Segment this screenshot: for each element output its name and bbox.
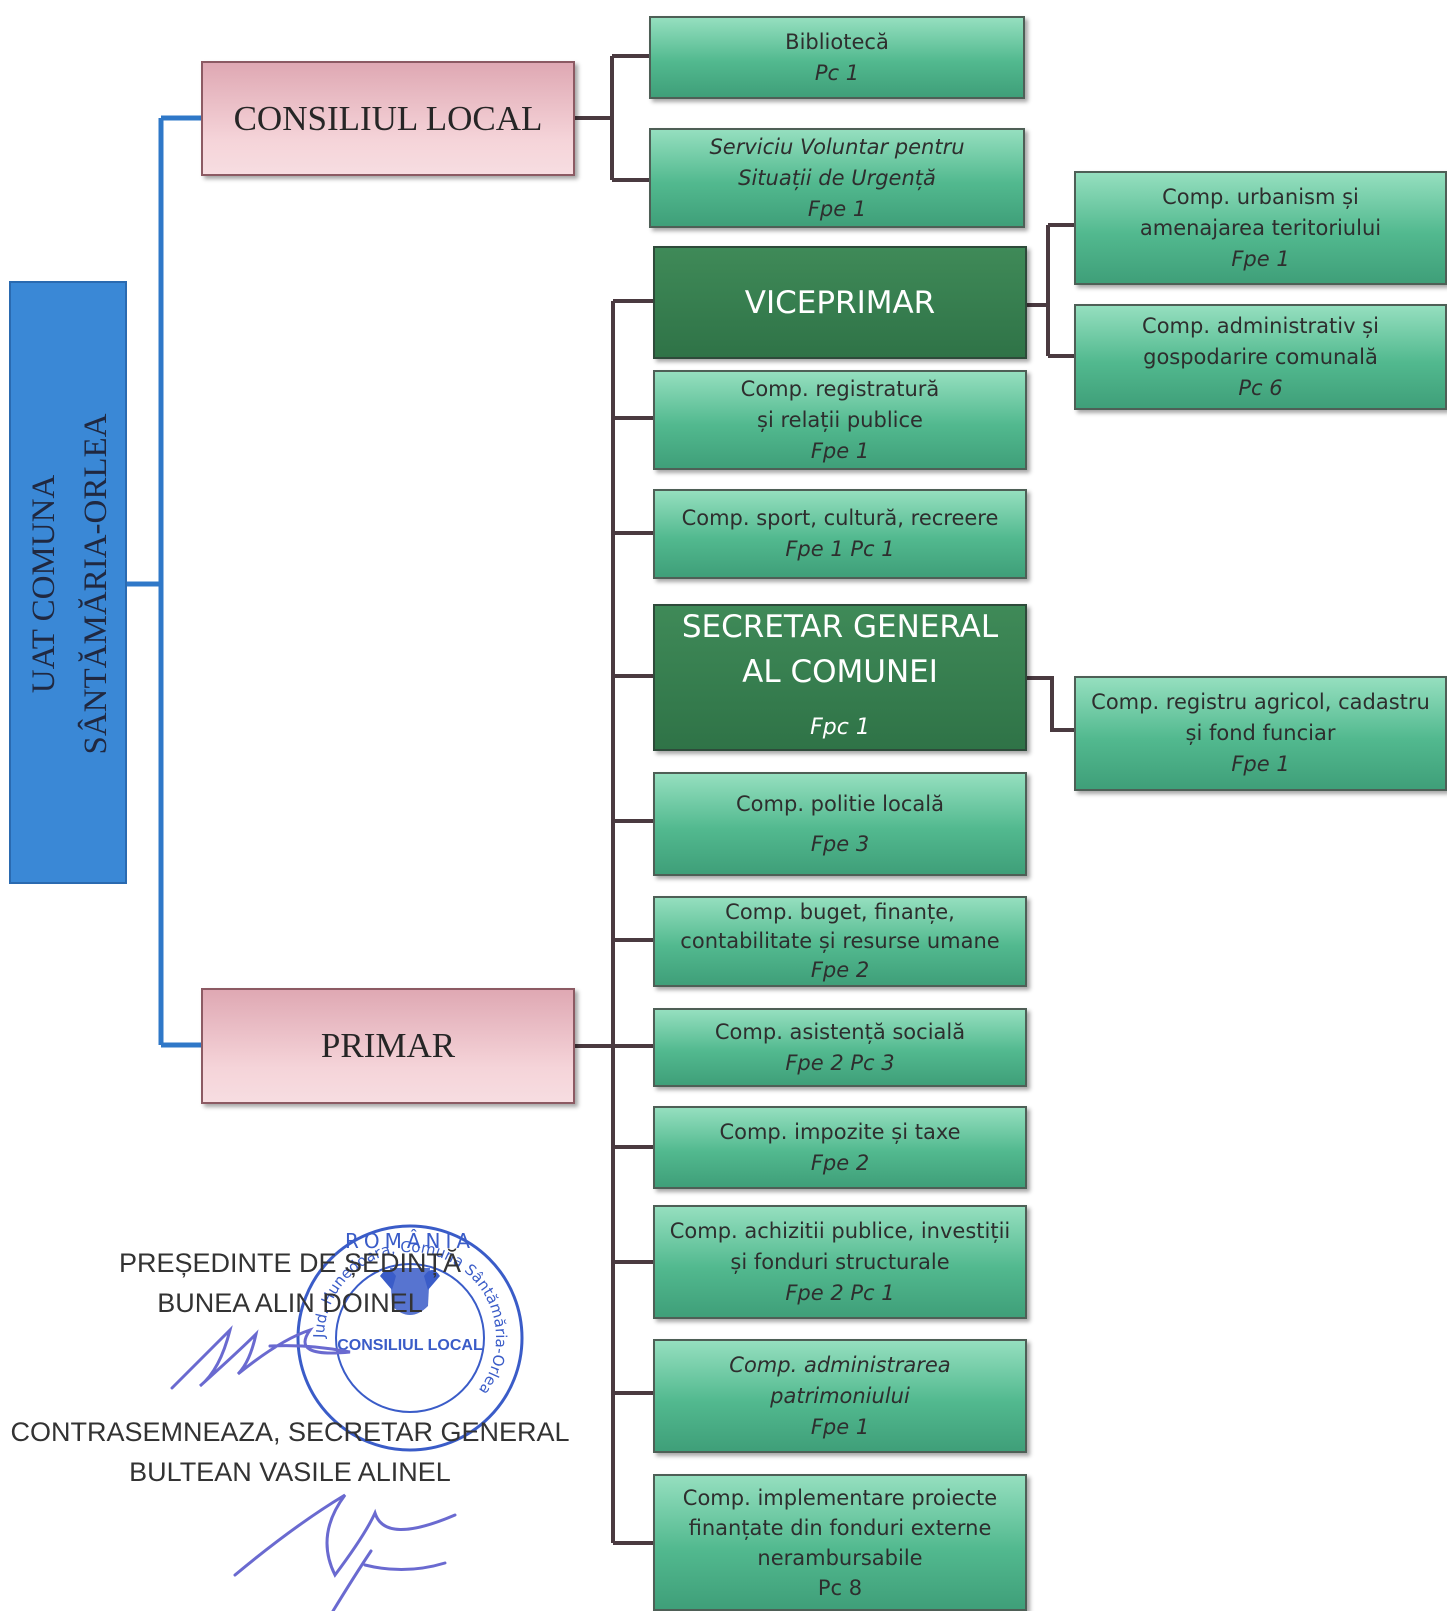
unit-posts: Pc 1 xyxy=(814,60,860,85)
unit-posts: Fpe 1 xyxy=(810,438,870,463)
unit-name-line: și relații publice xyxy=(757,407,923,432)
unit-name-line: Comp. impozite și taxe xyxy=(719,1119,961,1144)
secretar-signature xyxy=(233,1493,457,1611)
unit-posts: Fpe 3 xyxy=(810,832,870,856)
uat-box: UAT COMUNA SÂNTĂMĂRIA-ORLEA xyxy=(9,281,127,884)
primar-box: PRIMAR xyxy=(201,988,575,1104)
secretar-line-1: SECRETAR GENERAL xyxy=(681,609,999,645)
secretar-name: BULTEAN VASILE ALINEL xyxy=(129,1457,451,1487)
unit-name: Bibliotecă xyxy=(785,29,889,54)
unit-name-line: contabilitate și resurse umane xyxy=(680,929,1000,953)
stamp-top-text: ROMÂNIA xyxy=(345,1229,475,1253)
unit-patrimoniu: Comp. administrarea patrimoniului Fpe 1 xyxy=(653,1339,1027,1453)
unit-sport: Comp. sport, cultură, recreere Fpe 1 Pc … xyxy=(653,489,1027,579)
presedinte-title: PREȘEDINTE DE ȘEDINȚĂ xyxy=(118,1248,462,1278)
unit-name-line: patrimoniului xyxy=(770,1383,910,1408)
unit-proiecte: Comp. implementare proiecte finanțate di… xyxy=(653,1474,1027,1611)
unit-name-line: Comp. urbanism și xyxy=(1162,184,1359,209)
unit-posts: Fpe 2 xyxy=(810,1150,870,1175)
presedinte-name: BUNEA ALIN DOINEL xyxy=(157,1288,423,1318)
stamp-center-text: CONSILIUL LOCAL xyxy=(337,1337,483,1354)
unit-name-line: Comp. buget, finanțe, xyxy=(725,900,955,924)
unit-name-line: amenajarea teritoriului xyxy=(1139,215,1382,240)
unit-biblioteca: Bibliotecă Pc 1 xyxy=(649,16,1025,99)
coat-of-arms-icon xyxy=(380,1268,440,1315)
unit-politie: Comp. politie locală Fpe 3 xyxy=(653,772,1027,876)
unit-name-line: Comp. administrarea xyxy=(729,1352,951,1377)
viceprimar-box: VICEPRIMAR xyxy=(653,246,1027,359)
consiliu-bracket xyxy=(575,54,649,182)
unit-buget: Comp. buget, finanțe, contabilitate și r… xyxy=(653,896,1027,987)
unit-name-line: finanțate din fonduri externe xyxy=(688,1515,992,1540)
unit-name-line: Comp. implementare proiecte xyxy=(682,1485,998,1510)
unit-achizitii: Comp. achizitii publice, investiții și f… xyxy=(653,1205,1027,1319)
unit-posts: Fpe 1 Pc 1 xyxy=(785,537,895,561)
consiliul-local-label: CONSILIUL LOCAL xyxy=(233,98,543,138)
secretar-bracket xyxy=(1027,676,1074,732)
secretar-title: CONTRASEMNEAZA, SECRETAR GENERAL xyxy=(10,1417,570,1447)
unit-posts: Fpe 2 Pc 3 xyxy=(785,1050,895,1075)
unit-posts: Fpe 2 xyxy=(810,958,870,982)
unit-name-line: Situații de Urgență xyxy=(738,165,936,190)
unit-posts: Pc 8 xyxy=(817,1575,863,1600)
unit-posts: Pc 6 xyxy=(1238,375,1283,400)
secretar-posts: Fpc 1 xyxy=(810,715,870,740)
unit-urbanism: Comp. urbanism și amenajarea teritoriulu… xyxy=(1074,171,1447,285)
unit-posts: Fpe 1 xyxy=(1231,246,1290,271)
unit-posts: Fpe 1 xyxy=(807,196,867,221)
uat-line-1: UAT COMUNA xyxy=(26,474,62,694)
unit-posts: Fpe 1 xyxy=(1231,752,1290,776)
official-stamp: Jud. Hunedoara, Comuna Sântămăria-Orlea … xyxy=(296,1224,524,1452)
unit-name-line: Serviciu Voluntar pentru xyxy=(709,134,965,159)
unit-name-line: și fond funciar xyxy=(1185,721,1336,745)
consiliul-local-box: CONSILIUL LOCAL xyxy=(201,61,575,176)
unit-svsu: Serviciu Voluntar pentru Situații de Urg… xyxy=(649,128,1025,228)
uat-line-2: SÂNTĂMĂRIA-ORLEA xyxy=(78,413,114,755)
unit-name-line: Comp. registru agricol, cadastru xyxy=(1091,690,1430,714)
unit-name-line: Comp. achizitii publice, investiții xyxy=(669,1218,1011,1243)
unit-registru-agricol: Comp. registru agricol, cadastru și fond… xyxy=(1074,676,1447,791)
unit-name-line: și fonduri structurale xyxy=(730,1249,950,1274)
unit-impozite: Comp. impozite și taxe Fpe 2 xyxy=(653,1106,1027,1189)
viceprimar-bracket xyxy=(1027,223,1074,358)
unit-name-line: Comp. asistență socială xyxy=(714,1019,966,1044)
presedinte-signature xyxy=(170,1325,351,1390)
unit-administrativ: Comp. administrativ și gospodarire comun… xyxy=(1074,304,1447,410)
unit-name-line: Comp. administrativ și xyxy=(1142,313,1379,338)
uat-label: UAT COMUNA SÂNTĂMĂRIA-ORLEA xyxy=(18,284,122,884)
primar-label: PRIMAR xyxy=(320,1026,456,1065)
secretar-general-box: SECRETAR GENERAL AL COMUNEI Fpc 1 xyxy=(653,604,1027,751)
unit-name-line: Comp. sport, cultură, recreere xyxy=(681,506,999,530)
unit-name-line: Comp. registratură xyxy=(740,376,940,401)
unit-posts: Fpe 2 Pc 1 xyxy=(785,1280,895,1305)
viceprimar-label: VICEPRIMAR xyxy=(744,284,936,321)
secretar-line-2: AL COMUNEI xyxy=(742,654,938,690)
primar-branches xyxy=(613,299,653,1545)
unit-registratura: Comp. registratură și relații publice Fp… xyxy=(653,370,1027,470)
unit-asistenta: Comp. asistență socială Fpe 2 Pc 3 xyxy=(653,1008,1027,1087)
unit-name-line: Comp. politie locală xyxy=(736,792,944,816)
primar-trunk xyxy=(575,301,615,1543)
unit-posts: Fpe 1 xyxy=(810,1414,870,1439)
unit-name-line: nerambursabile xyxy=(757,1545,923,1570)
unit-name-line: gospodarire comunală xyxy=(1143,344,1378,369)
